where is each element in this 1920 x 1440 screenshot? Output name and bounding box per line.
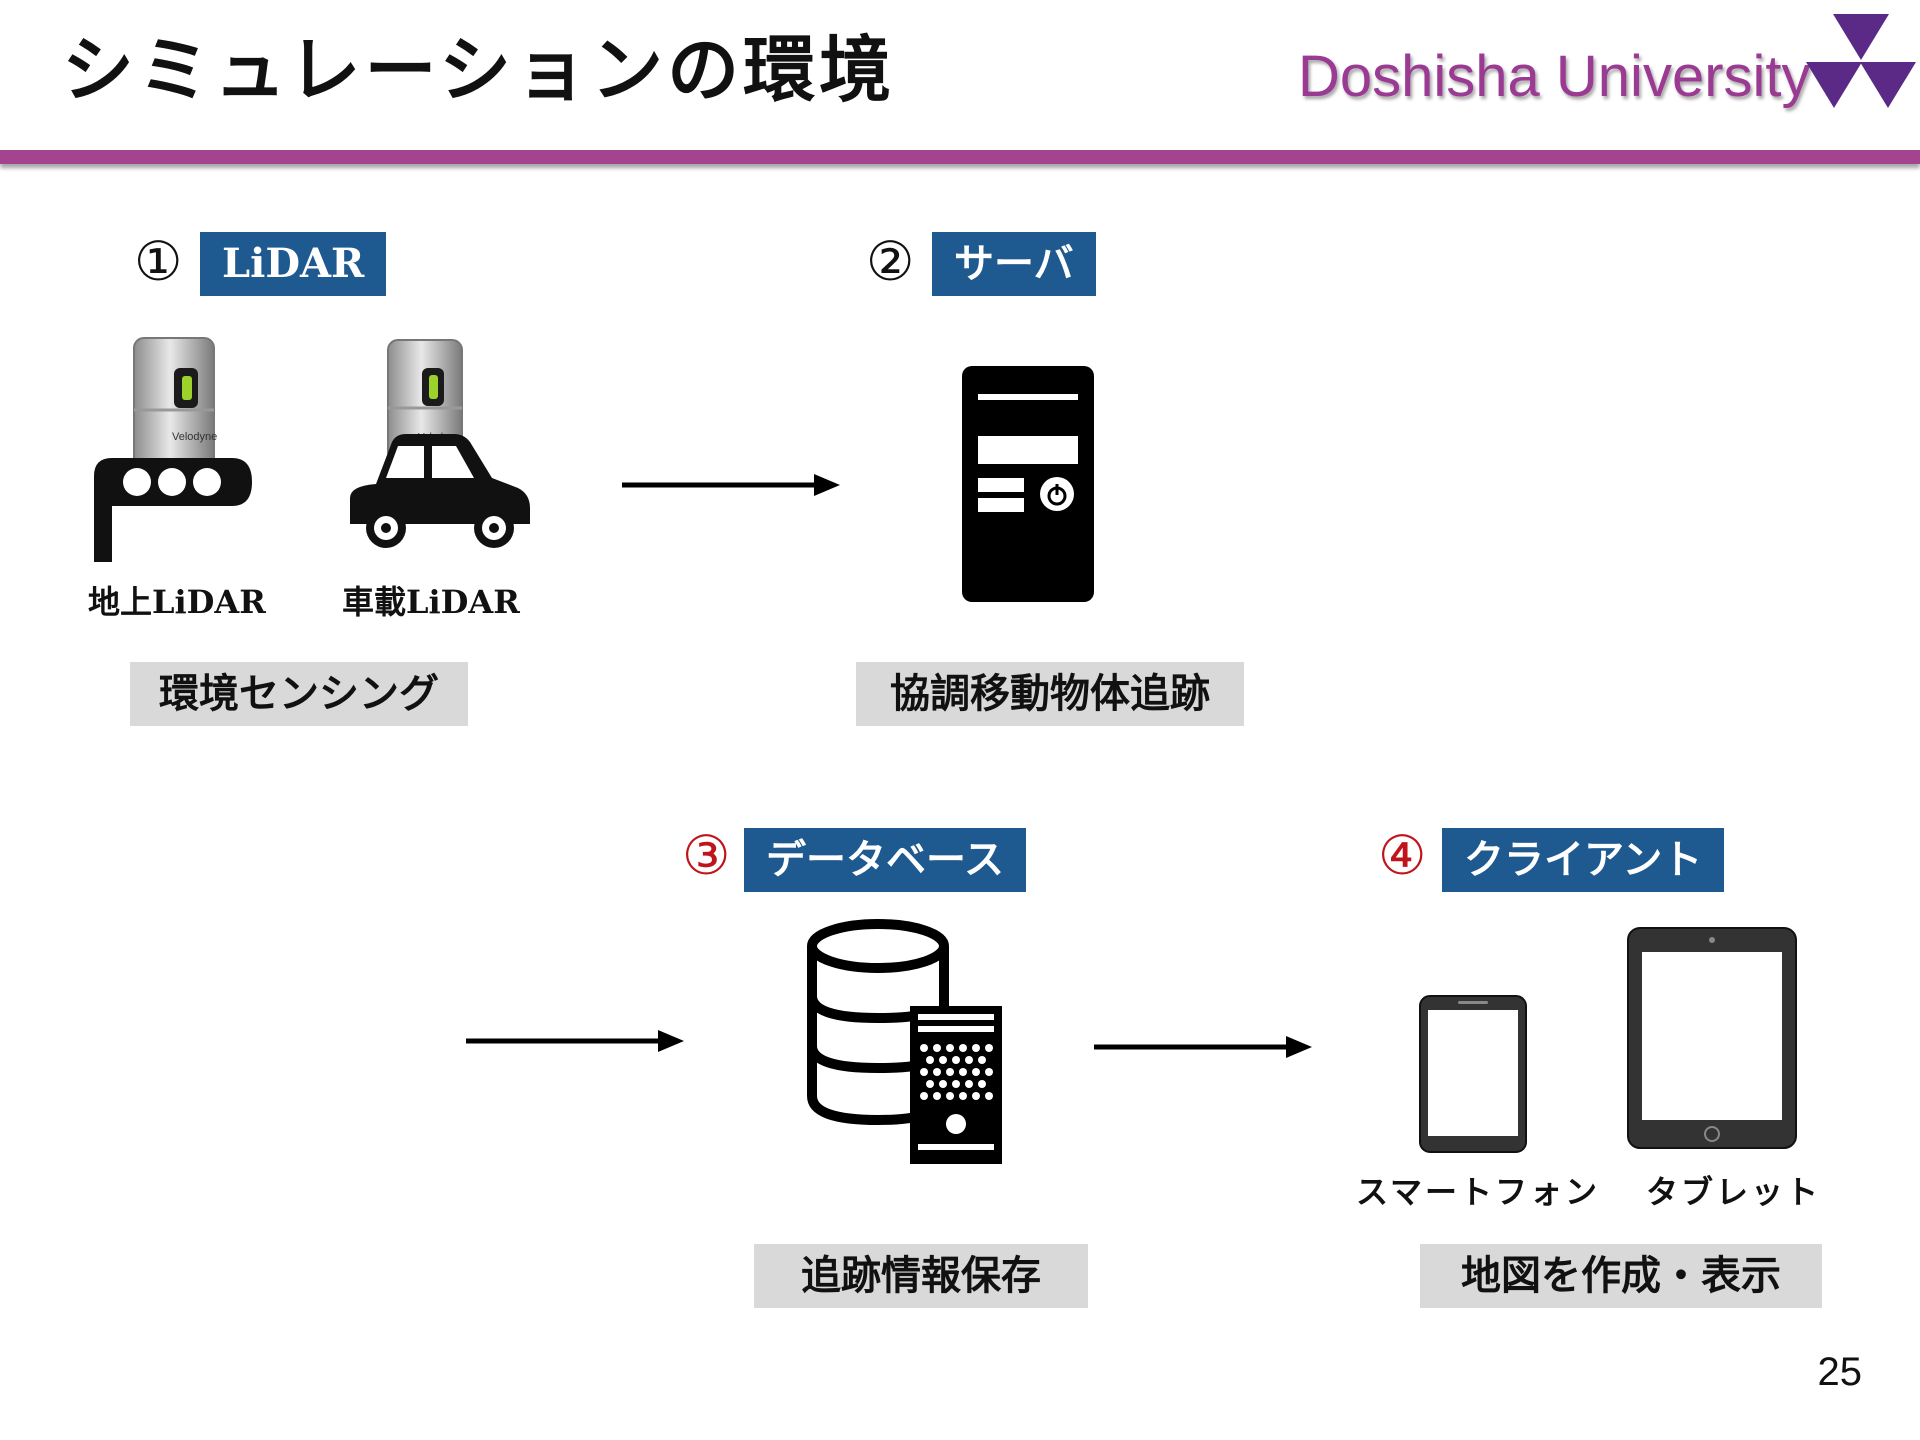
ground-lidar-label: 地上LiDAR <box>88 583 266 621</box>
doshisha-logo-icon <box>1806 14 1916 108</box>
step-4-tag: クライアント <box>1442 828 1725 892</box>
slide-title: シミュレーションの環境 <box>62 28 896 112</box>
tablet-label: タブレット <box>1646 1173 1822 1211</box>
page-number: 25 <box>1817 1350 1863 1394</box>
velodyne-brand-text: Velodyne <box>172 431 217 443</box>
smartphone-icon <box>1419 995 1527 1153</box>
vehicle-lidar-label: 車載LiDAR <box>342 583 520 621</box>
step-3-caption: 追跡情報保存 <box>754 1244 1088 1308</box>
step-2-caption: 協調移動物体追跡 <box>856 662 1244 726</box>
step-2-number: ② <box>866 230 915 293</box>
arrow-database-to-client <box>1094 1036 1312 1058</box>
vehicle-lidar-icon: Velodyne <box>350 339 530 548</box>
ground-lidar-icon: Velodyne <box>94 337 252 562</box>
header-divider <box>0 150 1920 164</box>
database-icon <box>807 919 1002 1164</box>
university-name: Doshisha University <box>1298 44 1811 109</box>
arrow-lidar-to-server <box>622 474 840 496</box>
step-1-tag: LiDAR <box>200 232 387 296</box>
step-4-caption: 地図を作成・表示 <box>1420 1244 1822 1308</box>
tablet-icon <box>1627 927 1797 1149</box>
step-3-number: ③ <box>682 824 731 887</box>
smartphone-label: スマートフォン <box>1356 1173 1601 1211</box>
server-icon <box>962 366 1094 602</box>
step-2-tag: サーバ <box>932 232 1096 296</box>
step-4-number: ④ <box>1378 824 1427 887</box>
arrow-server-to-database <box>466 1030 684 1052</box>
step-3-tag: データベース <box>744 828 1026 892</box>
step-1-caption: 環境センシング <box>130 662 468 726</box>
step-1-number: ① <box>134 230 183 293</box>
